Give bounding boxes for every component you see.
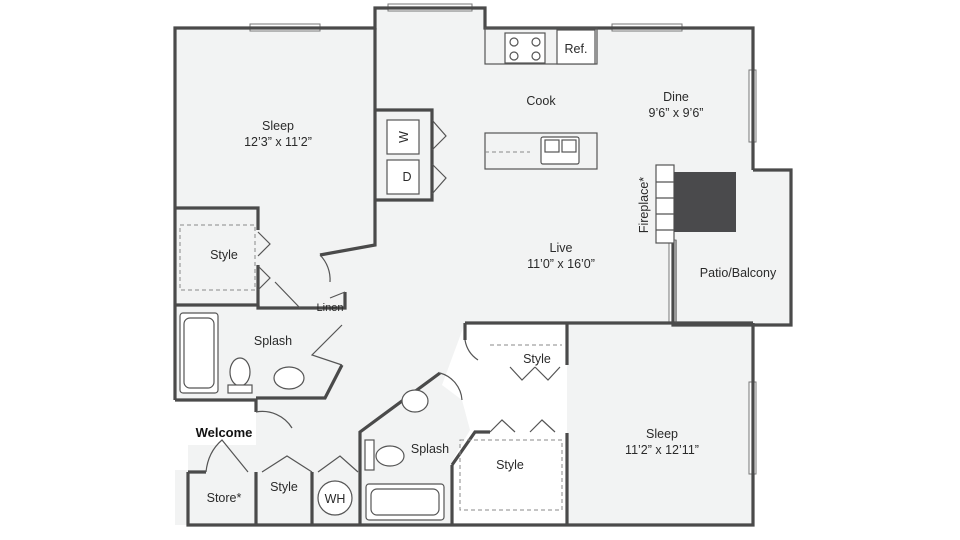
washer (386, 119, 420, 155)
style4-name: Style (270, 480, 298, 494)
kitchen-sink (540, 136, 580, 165)
sleep2-door-swing (464, 339, 479, 361)
style2-door-b (534, 366, 561, 381)
wh-name: WH (325, 492, 346, 506)
sleep2-size: 11’2” x 12’11” (625, 443, 699, 457)
wall-outer-south (186, 472, 567, 527)
water-heater (317, 480, 353, 516)
store-name: Store* (207, 491, 242, 505)
bathtub-1 (179, 312, 219, 394)
style2-door-a (509, 366, 536, 381)
welcome-label: Welcome (196, 425, 253, 440)
entry-door-swing (255, 410, 293, 429)
labels: Sleep 12’3” x 11’2” Cook Dine 9’6” x 9’6… (196, 42, 777, 506)
closet1-shelf (179, 224, 256, 291)
bathtub-2-inner (370, 488, 440, 516)
fireplace-box (674, 172, 736, 232)
burner-3 (509, 51, 519, 61)
bath1-door (310, 324, 343, 366)
laundry-door-top (431, 119, 447, 151)
welcome-door (205, 439, 249, 473)
wall-outer-north (173, 6, 755, 400)
splash2-name: Splash (411, 442, 449, 456)
kitchen-sink-bowl-1 (544, 139, 560, 153)
cook-name: Cook (526, 94, 556, 108)
toilet-1-tank (227, 384, 253, 394)
refrigerator (556, 29, 596, 65)
floor-fills (175, 8, 791, 525)
wall-bath1-right (256, 364, 344, 400)
sleep2-name: Sleep (646, 427, 678, 441)
toilet-2-tank (364, 439, 375, 471)
fixtures (179, 29, 736, 521)
sink-1 (273, 366, 305, 390)
splash1-name: Splash (254, 334, 292, 348)
dryer-label: D (402, 170, 411, 184)
live-name: Live (550, 241, 573, 255)
dine-name: Dine (663, 90, 689, 104)
wall-sleep1-east (319, 28, 377, 257)
style3-door-b (529, 419, 556, 433)
style3-shelf (459, 439, 563, 511)
bedroom-2-floor (567, 323, 753, 525)
linen-door (329, 291, 346, 299)
wall-patio (671, 168, 793, 327)
sleep1-door (274, 281, 301, 309)
toilet-1 (229, 357, 251, 387)
closet1-door-b (257, 265, 271, 291)
interior-lines (179, 27, 677, 511)
live-size: 11’0” x 16’0” (527, 257, 595, 271)
toilet-2 (375, 445, 405, 467)
fireplace-label: Fireplace* (637, 177, 651, 233)
sleep1-door-swing (319, 254, 331, 283)
style3-door-a (489, 419, 516, 433)
kitchen-counter-top (484, 27, 598, 65)
wall-bath1-top (256, 305, 305, 310)
style1-name: Style (210, 248, 238, 262)
burner-1 (509, 37, 519, 47)
bathtub-1-inner (183, 317, 215, 389)
ref-label: Ref. (565, 42, 588, 56)
washer-label: W (397, 131, 411, 143)
style3-name: Style (496, 458, 524, 472)
wall-laundry (375, 108, 434, 202)
burner-2 (531, 37, 541, 47)
closet1-door (257, 231, 271, 257)
main-floor (175, 8, 753, 525)
linen-name: Linen (317, 302, 344, 314)
fireplace-hearth (655, 164, 675, 244)
dine-size: 9’6” x 9’6” (649, 106, 704, 120)
wall-outer-west-lower (175, 398, 258, 412)
sleep1-size: 12’3” x 11’2” (244, 135, 312, 149)
kitchen-sink-bowl-2 (561, 139, 577, 153)
kitchen-island (484, 132, 598, 170)
laundry-door-bottom (431, 163, 447, 195)
wh-door (317, 455, 359, 473)
style2-name: Style (523, 352, 551, 366)
dryer (386, 159, 420, 195)
burner-4 (531, 51, 541, 61)
patio-name: Patio/Balcony (700, 266, 777, 280)
style4-door (261, 455, 313, 473)
sink-2 (401, 389, 429, 413)
wall-sleep1-south (175, 206, 260, 230)
sleep1-name: Sleep (262, 119, 294, 133)
bath2-door-swing (439, 372, 463, 401)
wall-linen (305, 292, 347, 310)
bathtub-2 (365, 483, 445, 521)
wall-outer-east (567, 323, 755, 527)
